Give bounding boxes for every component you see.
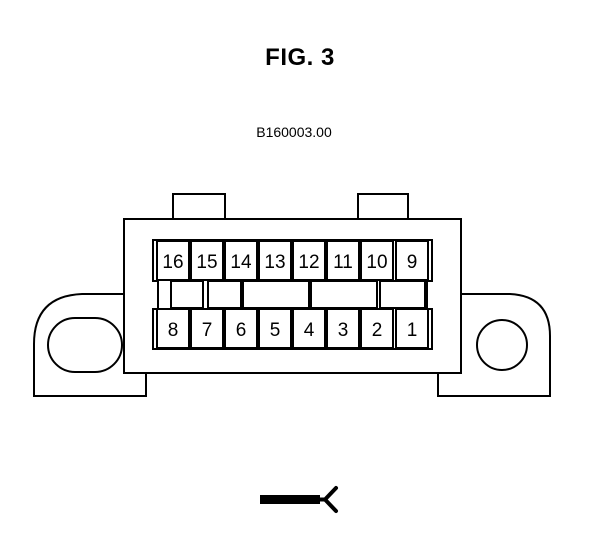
pin-label: 4 bbox=[304, 320, 315, 341]
figure-title: FIG. 3 bbox=[265, 44, 335, 71]
pin-11: 11 bbox=[326, 240, 360, 281]
connector-housing bbox=[123, 218, 462, 374]
right-mounting-hole bbox=[476, 319, 528, 371]
pin-12: 12 bbox=[292, 240, 326, 281]
bottom-pin-row: 8 7 6 5 4 3 2 1 bbox=[156, 308, 429, 349]
middle-keying-row bbox=[170, 280, 426, 309]
right-top-latch bbox=[357, 193, 409, 219]
pin-14: 14 bbox=[224, 240, 258, 281]
pin-8: 8 bbox=[156, 308, 190, 349]
pin-3: 3 bbox=[326, 308, 360, 349]
pin-label: 14 bbox=[230, 252, 252, 273]
pin-label: 8 bbox=[168, 320, 179, 341]
pin-label: 1 bbox=[407, 320, 418, 341]
figure-code: B160003.00 bbox=[256, 124, 332, 140]
pin-4: 4 bbox=[292, 308, 326, 349]
pin-5: 5 bbox=[258, 308, 292, 349]
pin-10: 10 bbox=[360, 240, 394, 281]
pin-label: 13 bbox=[264, 252, 285, 273]
pin-label: 9 bbox=[407, 252, 418, 273]
pin-13: 13 bbox=[258, 240, 292, 281]
pin-label: 15 bbox=[196, 252, 217, 273]
connector-arrow-icon bbox=[260, 486, 338, 513]
pin-label: 7 bbox=[202, 320, 213, 341]
pin-label: 3 bbox=[338, 320, 349, 341]
pin-2: 2 bbox=[360, 308, 394, 349]
left-mounting-flange bbox=[33, 293, 147, 397]
pin-7: 7 bbox=[190, 308, 224, 349]
pin-label: 12 bbox=[298, 252, 319, 273]
top-pin-row: 16 15 14 13 12 11 10 9 bbox=[156, 240, 429, 281]
right-mounting-flange bbox=[437, 293, 551, 397]
pin-16: 16 bbox=[156, 240, 190, 281]
left-top-latch bbox=[172, 193, 226, 219]
left-mounting-slot bbox=[47, 317, 123, 373]
pin-6: 6 bbox=[224, 308, 258, 349]
pin-label: 5 bbox=[270, 320, 281, 341]
pin-15: 15 bbox=[190, 240, 224, 281]
pin-label: 11 bbox=[333, 252, 353, 273]
pin-label: 16 bbox=[162, 252, 183, 273]
pin-1: 1 bbox=[395, 308, 429, 349]
pin-label: 2 bbox=[372, 320, 383, 341]
pin-label: 6 bbox=[236, 320, 247, 341]
pin-9: 9 bbox=[395, 240, 429, 281]
pin-label: 10 bbox=[366, 252, 387, 273]
